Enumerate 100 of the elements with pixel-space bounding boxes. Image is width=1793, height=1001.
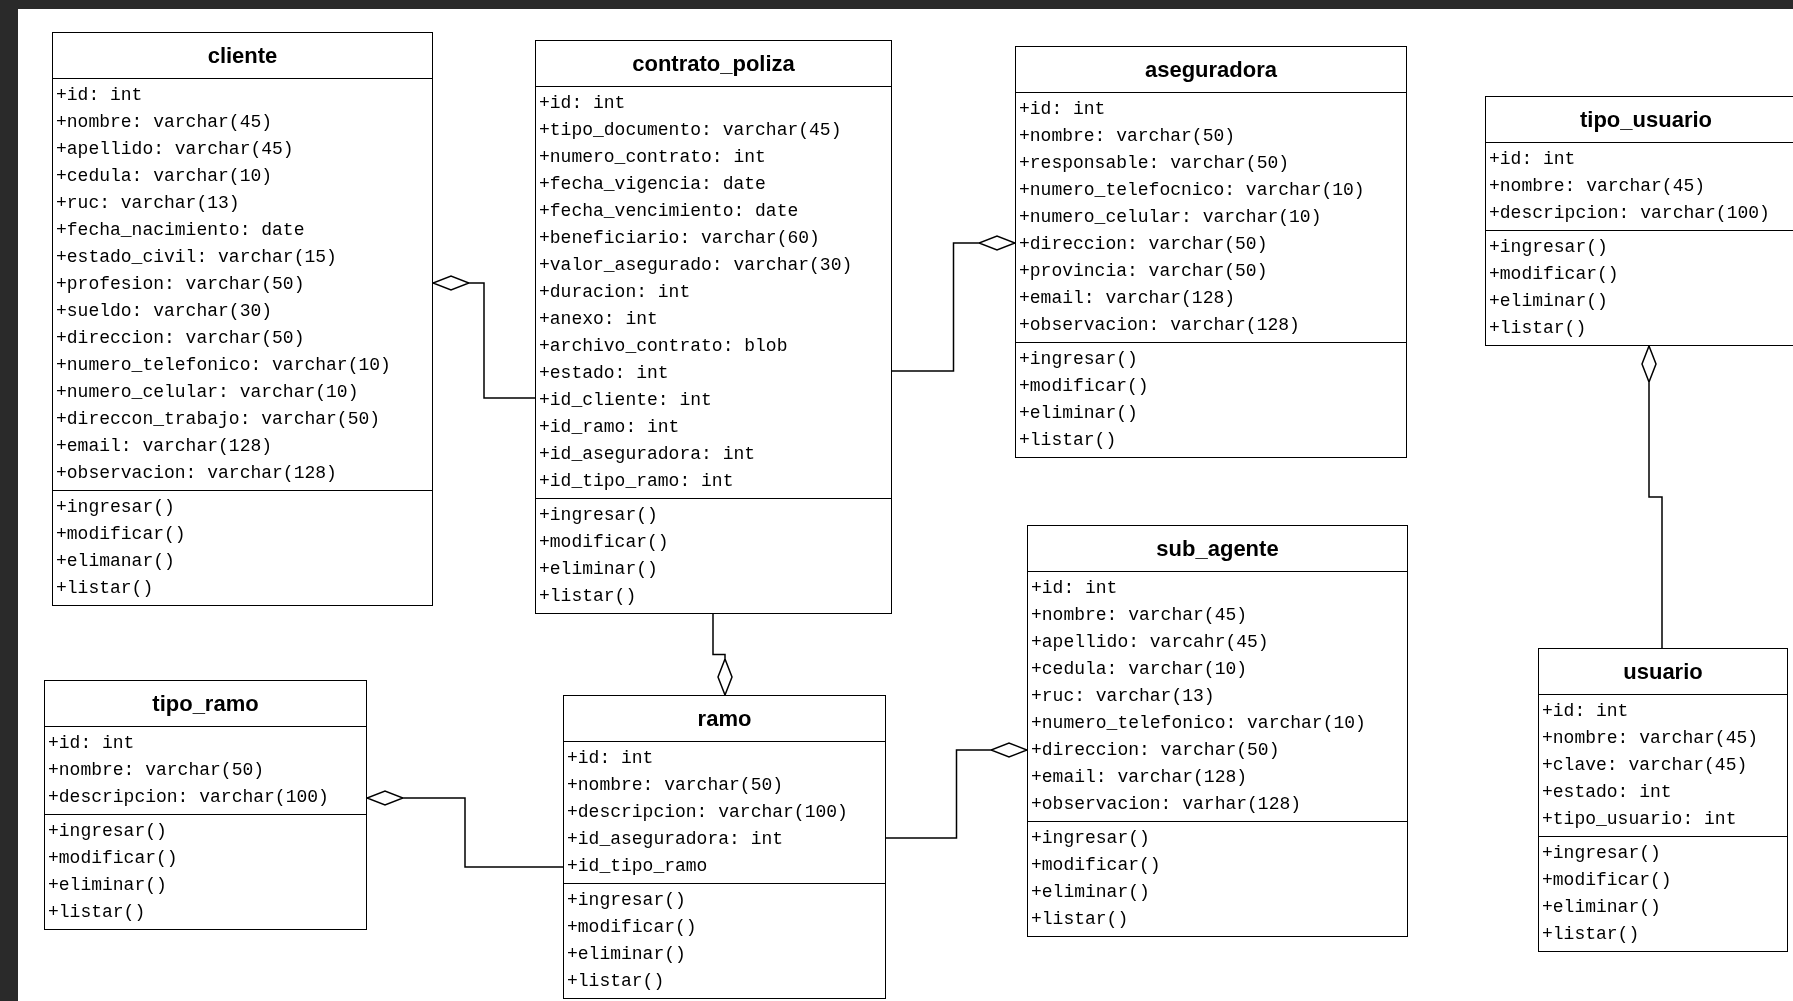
member-text: +descripcion: varchar(100) bbox=[1489, 202, 1770, 225]
member-text: +nombre: varchar(45) bbox=[1031, 604, 1248, 627]
class-name: cliente bbox=[53, 33, 432, 79]
member-text: +email: varchar(128) bbox=[1031, 766, 1248, 789]
member-text: +direccion: varchar(50) bbox=[56, 327, 305, 350]
member-text: +sueldo: varchar(30) bbox=[56, 300, 273, 323]
member-text: +id_ramo: int bbox=[539, 416, 680, 439]
class-name: tipo_ramo bbox=[45, 681, 366, 727]
member-text: +direccion: varchar(50) bbox=[1031, 739, 1280, 762]
member-text: +fecha_nacimiento: date bbox=[56, 219, 305, 242]
class-box bbox=[1538, 648, 1788, 952]
member-text: +ingresar() bbox=[1489, 236, 1608, 259]
member-text: +eliminar() bbox=[48, 874, 167, 897]
member-text: +id_cliente: int bbox=[539, 389, 712, 412]
member-text: +id_aseguradora: int bbox=[539, 443, 756, 466]
member-text: +listar() bbox=[1019, 429, 1117, 452]
aggregation-connector bbox=[432, 275, 536, 399]
member-text: +eliminar() bbox=[539, 558, 658, 581]
member-text: +nombre: varchar(45) bbox=[1489, 175, 1706, 198]
aggregation-connector bbox=[366, 790, 564, 868]
member-text: +id: int bbox=[1019, 98, 1106, 121]
member-text: +numero_telefonico: varchar(10) bbox=[56, 354, 391, 377]
member-text: +descripcion: varchar(100) bbox=[567, 801, 848, 824]
member-text: +ruc: varchar(13) bbox=[56, 192, 240, 215]
member-text: +elimanar() bbox=[56, 550, 175, 573]
member-text: +archivo_contrato: blob bbox=[539, 335, 788, 358]
member-text: +listar() bbox=[1542, 923, 1640, 946]
member-text: +listar() bbox=[539, 585, 637, 608]
member-text: +eliminar() bbox=[1019, 402, 1138, 425]
class-name: ramo bbox=[564, 696, 885, 742]
member-text: +descripcion: varchar(100) bbox=[48, 786, 329, 809]
member-text: +listar() bbox=[1031, 908, 1129, 931]
member-text: +email: varchar(128) bbox=[56, 435, 273, 458]
member-text: +observacion: varchar(128) bbox=[1019, 314, 1300, 337]
class-box bbox=[1015, 46, 1407, 458]
member-text: +email: varchar(128) bbox=[1019, 287, 1236, 310]
member-text: +estado: int bbox=[539, 362, 669, 385]
member-text: +eliminar() bbox=[1542, 896, 1661, 919]
class-box bbox=[1485, 96, 1793, 346]
member-text: +id: int bbox=[1489, 148, 1576, 171]
member-text: +tipo_usuario: int bbox=[1542, 808, 1737, 831]
member-text: +provincia: varchar(50) bbox=[1019, 260, 1268, 283]
member-text: +fecha_vencimiento: date bbox=[539, 200, 799, 223]
member-text: +ingresar() bbox=[48, 820, 167, 843]
member-text: +apellido: varchar(45) bbox=[56, 138, 294, 161]
member-text: +nombre: varchar(50) bbox=[48, 759, 265, 782]
member-text: +ingresar() bbox=[1019, 348, 1138, 371]
member-text: +id_tipo_ramo: int bbox=[539, 470, 734, 493]
class-name: contrato_poliza bbox=[536, 41, 891, 87]
member-text: +nombre: varchar(50) bbox=[1019, 125, 1236, 148]
member-text: +cedula: varchar(10) bbox=[56, 165, 273, 188]
member-text: +numero_celular: varchar(10) bbox=[56, 381, 359, 404]
member-text: +eliminar() bbox=[1031, 881, 1150, 904]
member-text: +modificar() bbox=[1542, 869, 1672, 892]
member-text: +ingresar() bbox=[56, 496, 175, 519]
member-text: +id: int bbox=[539, 92, 626, 115]
member-text: +listar() bbox=[567, 970, 665, 993]
member-text: +profesion: varchar(50) bbox=[56, 273, 305, 296]
member-text: +ingresar() bbox=[539, 504, 658, 527]
member-text: +estado_civil: varchar(15) bbox=[56, 246, 337, 269]
member-text: +id: int bbox=[567, 747, 654, 770]
member-text: +numero_contrato: int bbox=[539, 146, 766, 169]
member-text: +numero_telefocnico: varchar(10) bbox=[1019, 179, 1365, 202]
member-text: +nombre: varchar(45) bbox=[56, 111, 273, 134]
class-box bbox=[44, 680, 367, 930]
member-text: +modificar() bbox=[567, 916, 697, 939]
member-text: +id_tipo_ramo bbox=[567, 855, 708, 878]
member-text: +modificar() bbox=[1031, 854, 1161, 877]
class-name: usuario bbox=[1539, 649, 1787, 695]
member-text: +observacion: varchar(128) bbox=[56, 462, 337, 485]
class-box bbox=[563, 695, 886, 999]
member-text: +cedula: varchar(10) bbox=[1031, 658, 1248, 681]
member-text: +id: int bbox=[56, 84, 143, 107]
member-text: +duracion: int bbox=[539, 281, 691, 304]
member-text: +anexo: int bbox=[539, 308, 658, 331]
member-text: +beneficiario: varchar(60) bbox=[539, 227, 820, 250]
member-text: +direccion: varchar(50) bbox=[1019, 233, 1268, 256]
member-text: +modificar() bbox=[48, 847, 178, 870]
member-text: +observacion: varhar(128) bbox=[1031, 793, 1302, 816]
member-text: +estado: int bbox=[1542, 781, 1672, 804]
aggregation-connector bbox=[885, 742, 1028, 839]
member-text: +id: int bbox=[1031, 577, 1118, 600]
class-box bbox=[1027, 525, 1408, 937]
class-box bbox=[52, 32, 433, 606]
member-text: +eliminar() bbox=[1489, 290, 1608, 313]
class-name: tipo_usuario bbox=[1486, 97, 1793, 143]
member-text: +nombre: varchar(50) bbox=[567, 774, 784, 797]
aggregation-connector bbox=[1641, 345, 1663, 649]
member-text: +tipo_documento: varchar(45) bbox=[539, 119, 842, 142]
member-text: +ruc: varchar(13) bbox=[1031, 685, 1215, 708]
member-text: +modificar() bbox=[1019, 375, 1149, 398]
member-text: +apellido: varcahr(45) bbox=[1031, 631, 1269, 654]
member-text: +modificar() bbox=[56, 523, 186, 546]
member-text: +responsable: varchar(50) bbox=[1019, 152, 1290, 175]
member-text: +direccon_trabajo: varchar(50) bbox=[56, 408, 381, 431]
aggregation-connector bbox=[891, 235, 1016, 372]
member-text: +numero_telefonico: varchar(10) bbox=[1031, 712, 1366, 735]
member-text: +clave: varchar(45) bbox=[1542, 754, 1748, 777]
member-text: +listar() bbox=[56, 577, 154, 600]
member-text: +eliminar() bbox=[567, 943, 686, 966]
